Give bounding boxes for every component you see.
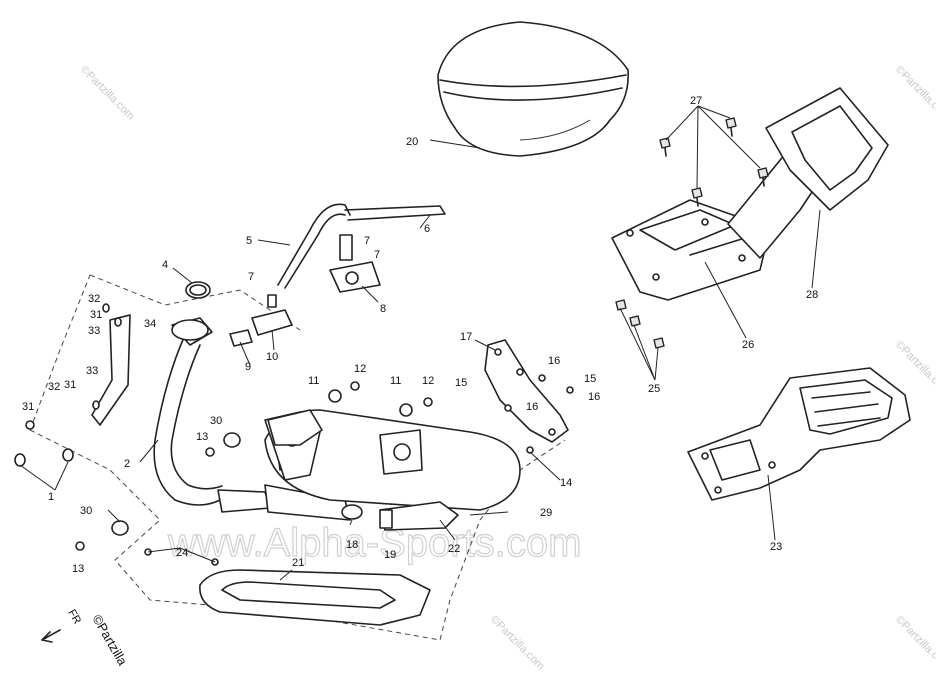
callout-31: 31: [64, 379, 76, 391]
callout-19: 19: [384, 549, 396, 561]
callout-31: 31: [22, 401, 34, 413]
callout-12: 12: [422, 375, 434, 387]
callout-24: 24: [176, 547, 188, 559]
side-bracket: [91, 314, 131, 426]
callout-27: 27: [690, 95, 702, 107]
partzilla-watermark: ©Partzilla.com: [78, 64, 137, 123]
callout-31: 31: [90, 309, 102, 321]
callout-15: 15: [584, 373, 596, 385]
callout-11: 11: [308, 375, 319, 387]
callout-17: 17: [460, 331, 472, 343]
exhaust-gasket: [267, 409, 423, 475]
partzilla-watermark: ©Partzilla.com: [893, 614, 936, 673]
callout-1: 1: [48, 491, 54, 503]
callout-25: 25: [648, 383, 660, 395]
mount-bracket: [484, 339, 569, 443]
direction-marker: FR ©Partzilla: [41, 608, 131, 669]
callout-16: 16: [548, 355, 560, 367]
callout-26: 26: [742, 339, 754, 351]
partzilla-watermark: ©Partzilla.com: [893, 64, 936, 123]
partzilla-watermark: ©Partzilla.com: [488, 614, 547, 673]
callout-21: 21: [292, 557, 304, 569]
reed-housing: [229, 294, 293, 347]
muffler-clamp: [341, 501, 459, 531]
top-box: [437, 21, 629, 157]
callout-7: 7: [248, 271, 254, 283]
callout-13: 13: [196, 431, 208, 443]
callout-5: 5: [246, 235, 252, 247]
heat-shield: [199, 569, 431, 626]
callout-labels: 1 2 4 5 6 7 7 7 8 9 10 11 11 12 12 13 13…: [22, 95, 818, 575]
arrow-down-left-icon: [41, 629, 61, 643]
callout-16: 16: [588, 391, 600, 403]
callout-14: 14: [560, 477, 572, 489]
air-hose: [277, 203, 446, 289]
o-ring: [185, 281, 211, 299]
callout-7: 7: [364, 235, 370, 247]
air-valve: [329, 234, 381, 293]
callout-2: 2: [124, 458, 130, 470]
callout-16: 16: [526, 401, 538, 413]
callout-30: 30: [210, 415, 222, 427]
leader-lines: [19, 105, 821, 581]
callout-15: 15: [455, 377, 467, 389]
callout-13: 13: [72, 563, 84, 575]
corner-code: FR: [65, 608, 83, 627]
partzilla-watermark: ©Partzilla.com: [893, 339, 936, 398]
callout-32: 32: [88, 293, 100, 305]
fasteners: [14, 303, 574, 566]
alpha-sports-watermark: www.Alpha-Sports.com: [167, 521, 581, 565]
callout-29: 29: [540, 507, 552, 519]
rack-bolt: [615, 117, 769, 349]
callout-30: 30: [80, 505, 92, 517]
callout-33: 33: [88, 325, 100, 337]
callout-23: 23: [770, 541, 782, 553]
corner-watermark: ©Partzilla: [89, 612, 130, 669]
callout-12: 12: [354, 363, 366, 375]
rear-rack: [611, 87, 889, 301]
callout-33: 33: [86, 365, 98, 377]
callout-11: 11: [390, 375, 401, 387]
callout-10: 10: [266, 351, 278, 363]
floor-panel: [687, 367, 911, 501]
callout-8: 8: [380, 303, 386, 315]
callout-4: 4: [162, 259, 168, 271]
callout-22: 22: [448, 543, 460, 555]
callout-6: 6: [424, 223, 430, 235]
callout-32: 32: [48, 381, 60, 393]
callout-20: 20: [406, 136, 418, 148]
callout-28: 28: [806, 289, 818, 301]
o-ring-inner: [189, 284, 207, 296]
callout-34: 34: [144, 318, 156, 330]
callout-9: 9: [245, 361, 251, 373]
callout-7: 7: [374, 249, 380, 261]
callout-18: 18: [346, 539, 358, 551]
